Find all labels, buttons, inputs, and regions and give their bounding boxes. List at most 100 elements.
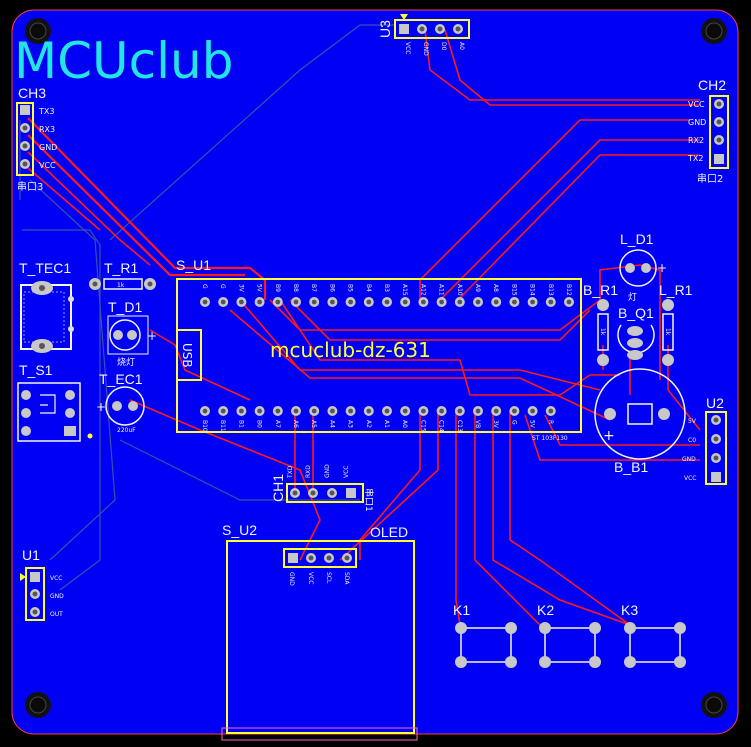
- t-s1-ref: T_S1: [19, 362, 53, 378]
- usb-label: USB: [180, 343, 194, 368]
- s-u1-pad-hole: [293, 299, 299, 305]
- s-u1-pad-hole: [330, 299, 335, 305]
- key-k1: K1: [453, 602, 517, 668]
- ch3-sub: 串口3: [17, 181, 43, 193]
- s-u1-pad-hole: [330, 408, 335, 414]
- svg-text:+: +: [603, 428, 615, 444]
- s-u1-pin-label: A9: [474, 284, 481, 292]
- s-u1-pin-label: 3V: [237, 284, 244, 293]
- u1-pin-2: GND: [50, 593, 64, 600]
- s-u1-pad-hole: [293, 408, 299, 414]
- s-u1-pad-hole: [512, 299, 517, 305]
- u2-pin-4: VCC: [684, 475, 696, 482]
- ch2-pin-3: RX2: [688, 136, 704, 145]
- s-u1-pin-label: A5: [310, 420, 317, 428]
- ch3-pin-1: TX3: [38, 107, 54, 116]
- s-u1-pin-label: G: [219, 284, 226, 289]
- header-u3: U3 VCC GND D0 A0: [377, 14, 470, 56]
- t-r1: T_R1 1k: [89, 260, 156, 290]
- mounting-holes: [25, 18, 727, 718]
- t-s1: T_S1: [17, 362, 93, 442]
- s-u1-pin-label: B6: [328, 284, 335, 292]
- s-u1-pad-hole: [220, 408, 226, 414]
- s-u1-pin-label: A7: [274, 420, 281, 428]
- k1-ref: K1: [453, 602, 470, 618]
- s-u1-pin-label: A10: [456, 284, 463, 296]
- l-d1-ref: L_D1: [620, 231, 654, 247]
- oled-pin-2: VCC: [307, 572, 314, 584]
- s-u1-pad-hole: [548, 299, 554, 305]
- oled-label: OLED: [370, 524, 408, 540]
- s-u1-pad-hole: [439, 408, 444, 414]
- ch1-pin-3: GND: [324, 464, 331, 478]
- header-u1: U1 VCC GND OUT: [20, 547, 64, 621]
- ch2-ref: CH2: [698, 77, 726, 93]
- s-u1-pin-label: B7: [310, 284, 317, 292]
- s-u1-pad-hole: [530, 299, 535, 305]
- s-u1-pad-hole: [530, 408, 535, 414]
- ch2-pin-2: GND: [688, 118, 706, 127]
- s-u1-pad-hole: [475, 408, 481, 414]
- s-u1-pin-label: B4: [365, 284, 372, 292]
- s-u1-pad-hole: [311, 408, 317, 414]
- s-u1-pad-hole: [202, 408, 208, 414]
- s-u1-pad-hole: [493, 299, 499, 305]
- s-u1-pad-hole: [457, 408, 463, 414]
- s-u1-pad-hole: [402, 299, 408, 305]
- u2-ref: U2: [706, 395, 724, 411]
- u1-pin-1: VCC: [50, 575, 62, 582]
- s-u1-pin-label: A11: [438, 284, 445, 296]
- b-q1: B_Q1: [617, 305, 655, 360]
- s-u1-pad-hole: [257, 299, 262, 305]
- s-u1-pin-label: G: [201, 284, 208, 289]
- s-u1-pin-label: 5V: [256, 284, 263, 293]
- s-u1-pad-hole: [239, 299, 244, 305]
- b-r1: B_R1 1k: [583, 282, 618, 366]
- s-u1-note: ST 103F130: [532, 435, 568, 442]
- t-d1-sub: 烧灯: [117, 356, 135, 368]
- b-q1-ref: B_Q1: [618, 305, 654, 321]
- ch1-pin-4: VCC: [343, 466, 350, 478]
- s-u1-pin-label: B9: [274, 284, 281, 292]
- s-u1-pin-label: A12: [419, 284, 426, 296]
- u3-pin-3: D0: [440, 42, 447, 51]
- s-u1-pin-label: B11: [219, 420, 226, 432]
- ch3-pin-3: GND: [39, 143, 57, 152]
- s-u1-pad-hole: [366, 408, 372, 414]
- header-u2: U2 5V C0 GND VCC: [682, 395, 727, 485]
- s-u1-pin-label: A1: [383, 420, 390, 428]
- u3-ref: U3: [377, 20, 393, 38]
- s-u1-pin-label: C13: [456, 420, 463, 432]
- u1-ref: U1: [22, 547, 40, 563]
- header-ch1: CH1 TXD RXD GND VCC 串口1: [270, 464, 374, 512]
- t-r1-ref: T_R1: [104, 260, 138, 276]
- s-u1-pin-label: A15: [401, 284, 408, 296]
- u3-pin-1: VCC: [404, 42, 411, 54]
- s-u1-pad-hole: [311, 299, 317, 305]
- header-ch3: CH3 TX3 RX3 GND VCC 串口3: [16, 85, 57, 193]
- ch2-sub: 串口2: [697, 173, 723, 185]
- b-b1-buzzer: + B_B1: [594, 368, 686, 475]
- l-r1-value: 1k: [664, 328, 671, 336]
- s-u1-ref: S_U1: [176, 257, 211, 273]
- s-u1-pad-hole: [421, 408, 426, 414]
- s-u1-pin-label: B5: [347, 284, 354, 292]
- s-u1-pad-hole: [275, 299, 281, 305]
- ground-traces: [19, 24, 395, 591]
- key-k3: K3: [621, 602, 686, 668]
- svg-text:+: +: [96, 400, 106, 414]
- t-tec1: T_TEC1: [19, 260, 74, 353]
- s-u1-pad-hole: [439, 299, 444, 305]
- ch1-sub: 串口1: [363, 488, 374, 512]
- b-r1-ref: B_R1: [583, 282, 618, 298]
- ch3-pin-2: RX3: [39, 125, 55, 134]
- t-ec1-value: 220uF: [117, 427, 136, 434]
- s-u1-pin-label: A6: [292, 420, 299, 428]
- s-u1-pin-label: B3: [383, 284, 390, 292]
- oled-pin-3: SCL: [325, 572, 332, 584]
- s-u2-ref: S_U2: [222, 522, 257, 538]
- b-b1-ref: B_B1: [614, 459, 648, 475]
